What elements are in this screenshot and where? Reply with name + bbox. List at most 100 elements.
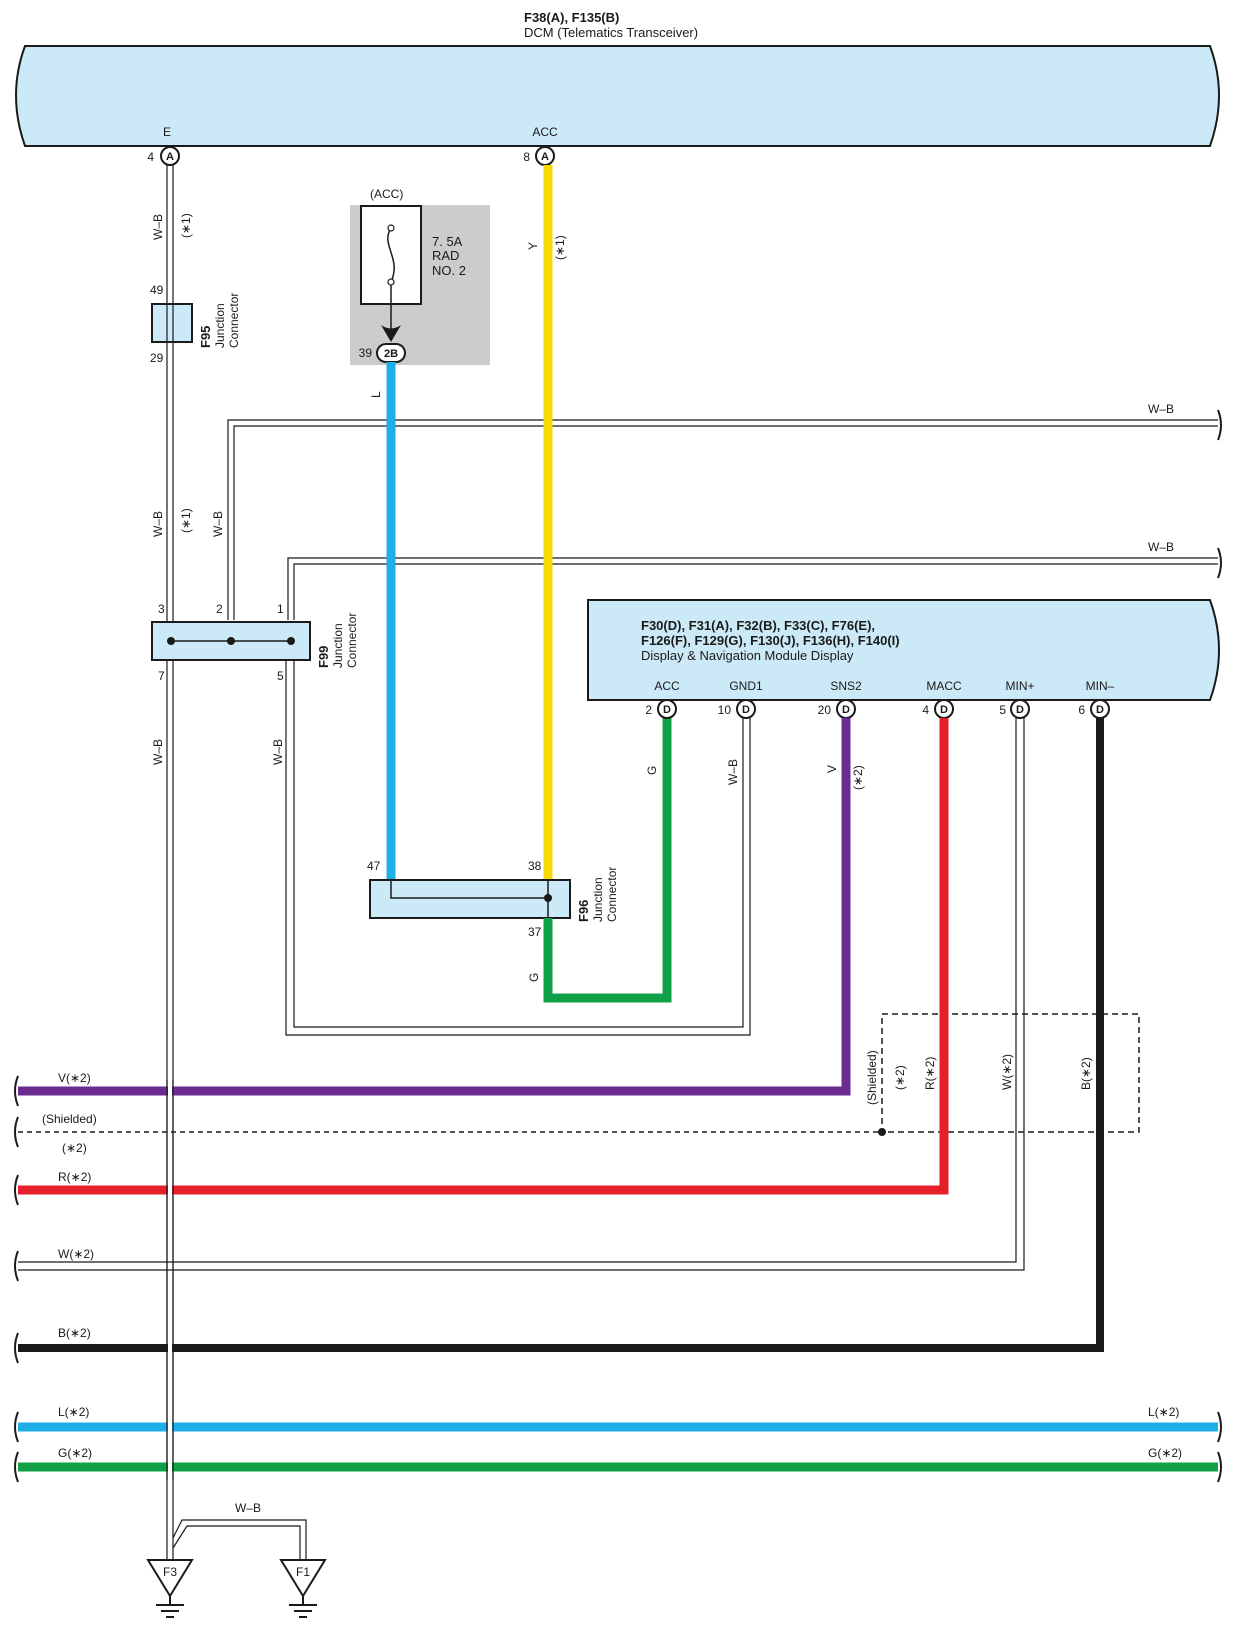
ground-f3[interactable]: F3 [146, 1559, 194, 1618]
wire-label-wb-upper-right: W–B [1148, 402, 1174, 416]
dcm-pin-e-terminal: E [163, 125, 171, 139]
shielded-label-left: (Shielded) [42, 1112, 97, 1126]
display-pin-gnd1-terminal: GND1 [729, 679, 763, 693]
wire-label-v: V [825, 765, 839, 773]
wire-note-2-sns2: (∗2) [851, 765, 865, 790]
display-pin-min-minus-number: 6 [1078, 703, 1085, 717]
display-pin-macc-terminal: MACC [926, 679, 962, 693]
f99-type2: Connector [345, 613, 359, 668]
dcm-pin-e-number: 4 [147, 150, 154, 164]
display-pin-sns2[interactable]: SNS2 20 D [818, 679, 862, 719]
display-pin-gnd1-conn: D [742, 704, 750, 716]
wire-label-l: L [369, 391, 383, 398]
f99-id: F99 [316, 646, 331, 668]
display-pin-gnd1-number: 10 [718, 703, 732, 717]
dcm-module: F38(A), F135(B) DCM (Telematics Transcei… [15, 10, 1220, 166]
wire-label-g2-right: G(∗2) [1148, 1446, 1182, 1460]
f99-pin-1: 1 [277, 602, 284, 616]
display-pin-macc[interactable]: MACC 4 D [922, 679, 962, 719]
display-pin-sns2-terminal: SNS2 [830, 679, 862, 693]
display-connectors-line2: F126(F), F129(G), F130(J), F136(H), F140… [641, 633, 900, 648]
display-pin-min-plus-number: 5 [999, 703, 1006, 717]
f99-pin-2: 2 [216, 602, 223, 616]
f95-pin-top: 49 [150, 283, 164, 297]
wire-label-b2: B(∗2) [58, 1326, 91, 1340]
wire-note-1a: (∗1) [179, 213, 193, 238]
shield-junction [878, 1128, 886, 1136]
f96-type2: Connector [605, 867, 619, 922]
wire-label-v2: V(∗2) [58, 1071, 91, 1085]
display-pin-macc-conn: D [940, 704, 948, 716]
f96-id: F96 [576, 900, 591, 922]
wire-wb-loop [285, 557, 1218, 1036]
wire-label-w2-box: W(∗2) [1000, 1054, 1014, 1090]
wire-note-1c: (∗1) [553, 235, 567, 260]
fuse-arrow-icon [381, 325, 401, 342]
f96-pin-38: 38 [528, 859, 542, 873]
wire-break-lower [1217, 547, 1222, 579]
display-module: F30(D), F31(A), F32(B), F33(C), F76(E), … [587, 599, 1220, 701]
fuse-rating: 7. 5A [432, 234, 463, 249]
fuse-icon [387, 227, 395, 283]
wire-wb-branch-upper [227, 419, 1218, 620]
ground-f1[interactable]: F1 [279, 1559, 327, 1618]
display-pin-min-minus-terminal: MIN– [1086, 679, 1115, 693]
f95-pin-bottom: 29 [150, 351, 164, 365]
junction-connector-f96[interactable]: 47 38 37 F96 Junction Connector [367, 859, 619, 939]
dcm-pin-e-connector[interactable] [160, 146, 180, 166]
wire-break-upper [1217, 409, 1222, 441]
wire-label-wb-ground: W–B [235, 1501, 261, 1515]
display-pin-acc-conn: D [663, 704, 671, 716]
f99-pin-7: 7 [158, 669, 165, 683]
display-pin-gnd1[interactable]: GND1 10 D [718, 679, 763, 719]
dcm-pin-acc-terminal: ACC [532, 125, 558, 139]
wire-wb-to-f1 [172, 1519, 307, 1560]
dcm-body [15, 45, 1220, 147]
shielded-label-box: (Shielded) [865, 1050, 879, 1105]
f96-type1: Junction [591, 877, 605, 922]
wire-label-wb-lower-right: W–B [1148, 540, 1174, 554]
f99-pin-5: 5 [277, 669, 284, 683]
shield-box [881, 1013, 1140, 1133]
display-name: Display & Navigation Module Display [641, 648, 854, 663]
fuse-supply: (ACC) [370, 187, 403, 201]
fuse-pin-conn-label: 2B [384, 348, 398, 360]
wire-label-g-1: G [527, 973, 541, 982]
f95-type2: Connector [227, 293, 241, 348]
wire-label-l2-left: L(∗2) [58, 1405, 89, 1419]
display-pin-acc-number: 2 [645, 703, 652, 717]
ground-f3-label: F3 [163, 1565, 177, 1579]
wire-w-white [18, 718, 1025, 1271]
fuse-pin-number: 39 [359, 346, 373, 360]
f99-pin-3: 3 [158, 602, 165, 616]
wire-label-l2-right: L(∗2) [1148, 1405, 1179, 1419]
junction-connector-f99[interactable]: 3 2 1 7 5 F99 Junction Connector [151, 602, 359, 683]
wire-label-y: Y [526, 242, 540, 250]
wire-label-wb-3: W–B [211, 511, 225, 537]
fuse-rad-no2: (ACC) 7. 5A RAD NO. 2 39 2B [350, 187, 490, 365]
junction-connector-f95[interactable]: 49 29 F95 Junction Connector [150, 283, 241, 365]
f95-type1: Junction [213, 303, 227, 348]
display-pin-macc-number: 4 [922, 703, 929, 717]
wire-v-purple [18, 718, 851, 1096]
dcm-connectors: F38(A), F135(B) [524, 10, 619, 25]
wire-r-red [18, 718, 949, 1195]
dcm-pin-acc-conn-letter: A [541, 151, 549, 163]
display-pin-min-plus-conn: D [1016, 704, 1024, 716]
wire-label-wb-4: W–B [151, 739, 165, 765]
display-pin-acc-terminal: ACC [654, 679, 680, 693]
dcm-pin-e-conn-letter: A [166, 151, 174, 163]
wire-label-g-2: G [645, 766, 659, 775]
wire-label-wb-gnd1: W–B [726, 759, 740, 785]
display-pin-min-plus-terminal: MIN+ [1005, 679, 1034, 693]
shielded-note-box: (∗2) [893, 1065, 907, 1090]
display-pin-min-minus-conn: D [1096, 704, 1104, 716]
wire-label-r2: R(∗2) [58, 1170, 91, 1184]
f95-id: F95 [198, 326, 213, 348]
shielded-note-left: (∗2) [62, 1141, 87, 1155]
display-pin-acc[interactable]: ACC 2 D [645, 679, 680, 719]
display-pin-min-plus[interactable]: MIN+ 5 D [999, 679, 1035, 719]
wire-b-black [18, 718, 1104, 1352]
wire-breaks-right [1217, 1411, 1222, 1483]
